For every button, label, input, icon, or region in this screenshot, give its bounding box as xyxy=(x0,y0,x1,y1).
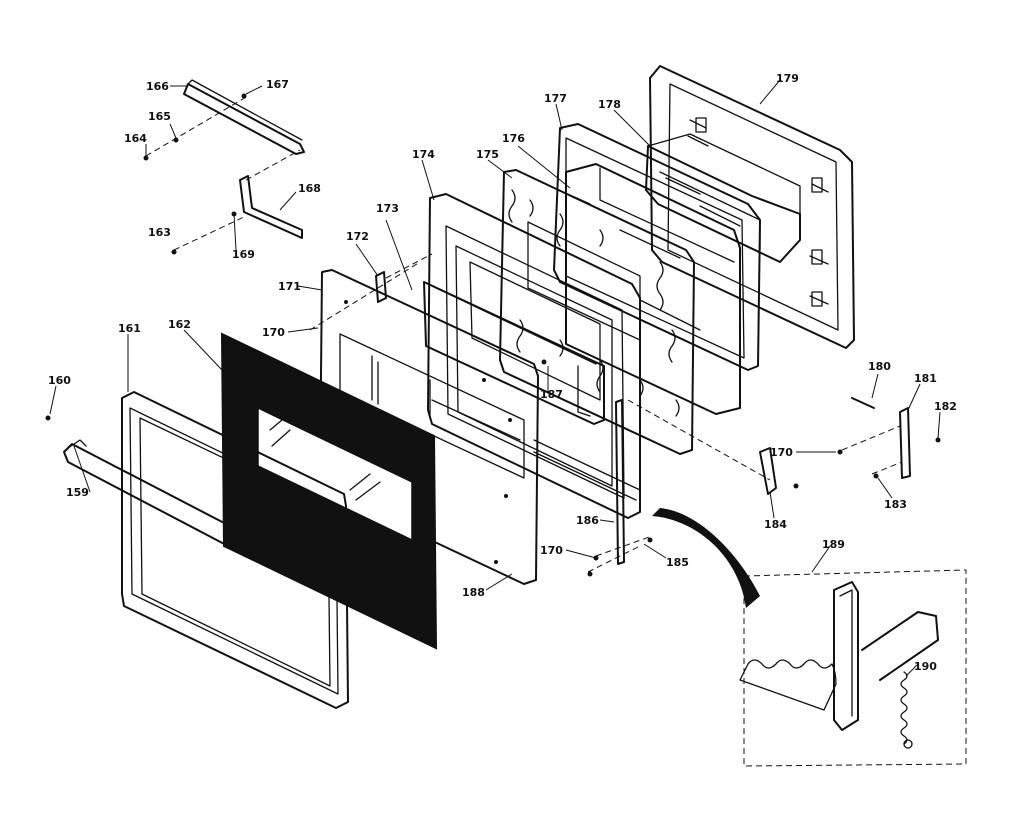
part-172-bracket xyxy=(375,271,387,303)
callout-170a: 170 xyxy=(262,326,285,339)
part-179-rear-panel xyxy=(649,65,855,349)
callout-176: 176 xyxy=(502,132,525,145)
part-186-rod xyxy=(615,399,625,565)
callout-183: 183 xyxy=(884,498,907,511)
callout-184: 184 xyxy=(764,518,787,531)
part-168-hinge-bracket xyxy=(239,175,303,239)
callout-159: 159 xyxy=(66,486,89,499)
callout-174: 174 xyxy=(412,148,435,161)
part-174-inner-frame xyxy=(427,193,641,519)
part-184-hinge-plate xyxy=(759,447,777,495)
callout-189: 189 xyxy=(822,538,845,551)
callout-185: 185 xyxy=(666,556,689,569)
part-166-hinge-bar xyxy=(183,79,305,155)
callout-170c: 170 xyxy=(540,544,563,557)
assembly-lines xyxy=(145,95,903,573)
callout-177: 177 xyxy=(544,92,567,105)
callout-180: 180 xyxy=(868,360,891,373)
callout-179: 179 xyxy=(776,72,799,85)
part-181-side-bracket xyxy=(899,407,911,479)
part-180-clip xyxy=(851,397,875,409)
callout-164: 164 xyxy=(124,132,147,145)
callout-175: 175 xyxy=(476,148,499,161)
callout-167: 167 xyxy=(266,78,289,91)
callout-178: 178 xyxy=(598,98,621,111)
callout-171: 171 xyxy=(278,280,301,293)
callout-162: 162 xyxy=(168,318,191,331)
callout-172: 172 xyxy=(346,230,369,243)
callout-188: 188 xyxy=(462,586,485,599)
part-173-glass xyxy=(423,281,605,425)
callout-168: 168 xyxy=(298,182,321,195)
part-161-outer-frame xyxy=(121,391,349,709)
part-162-outer-glass xyxy=(220,332,438,650)
callout-181: 181 xyxy=(914,372,937,385)
callout-labels: 159 160 161 162 163 164 165 166 167 168 … xyxy=(48,72,957,673)
callout-163: 163 xyxy=(148,226,171,239)
callout-160: 160 xyxy=(48,374,71,387)
callout-169: 169 xyxy=(232,248,255,261)
callout-170b: 170 xyxy=(770,446,793,459)
part-159-handle xyxy=(63,439,285,569)
hinge-detail-inset xyxy=(652,508,967,767)
callout-165: 165 xyxy=(148,110,171,123)
part-176-inner-block xyxy=(565,163,741,415)
callout-186: 186 xyxy=(576,514,599,527)
leader-lines xyxy=(49,79,941,677)
callout-182: 182 xyxy=(934,400,957,413)
callout-190: 190 xyxy=(914,660,937,673)
callout-166: 166 xyxy=(146,80,169,93)
callout-187: 187 xyxy=(540,388,563,401)
fasteners xyxy=(45,93,941,577)
callout-173: 173 xyxy=(376,202,399,215)
callout-161: 161 xyxy=(118,322,141,335)
